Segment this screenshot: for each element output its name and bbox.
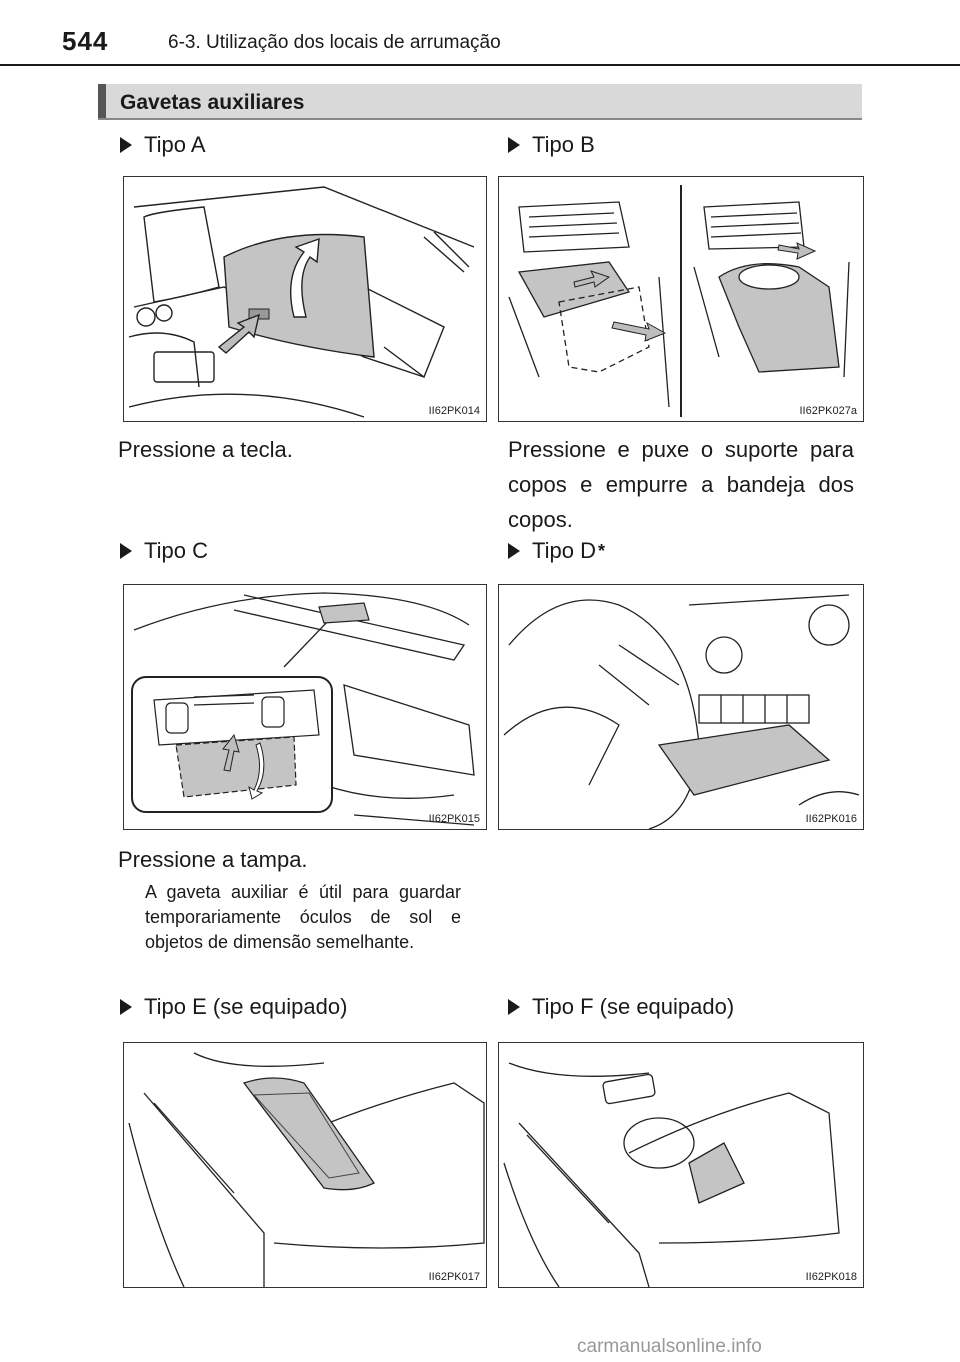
type-c-caption: Pressione a tampa.: [118, 847, 308, 872]
triangle-bullet-icon: [508, 137, 520, 153]
triangle-bullet-icon: [120, 999, 132, 1015]
overhead-console-illustration: [131, 592, 475, 826]
type-c-heading: Tipo C: [120, 538, 208, 564]
type-e-label: Tipo E (se equipado): [144, 994, 348, 1019]
type-b-heading: Tipo B: [508, 132, 595, 158]
cup-holder-tray-illustration: [503, 1062, 840, 1287]
figure-code: II62PK016: [805, 813, 857, 825]
type-d-label: Tipo D: [532, 538, 596, 563]
type-a-caption: Pressione a tecla.: [118, 437, 293, 462]
figure-type-a: II62PK014: [123, 176, 487, 422]
section-underline: [98, 118, 862, 120]
figure-type-f: II62PK018: [498, 1042, 864, 1288]
type-b-caption: Pressione e puxe o suporte para copos e …: [508, 437, 854, 532]
dashboard-glovebox-illustration: [128, 186, 475, 418]
type-a-heading: Tipo A: [120, 132, 206, 158]
figure-code: II62PK018: [805, 1271, 857, 1283]
lower-dash-tray-illustration: [503, 594, 860, 829]
chapter-title: 6-3. Utilização dos locais de arrumação: [168, 32, 501, 53]
triangle-bullet-icon: [120, 543, 132, 559]
figure-type-c: II62PK015: [123, 584, 487, 830]
type-e-heading: Tipo E (se equipado): [120, 994, 347, 1020]
section-accent: [98, 84, 106, 120]
cup-holder-illustration: [508, 185, 850, 417]
asterisk-mark: *: [597, 540, 605, 561]
type-c-note: A gaveta auxiliar é útil para guardar te…: [145, 882, 461, 952]
figure-code: II62PK015: [428, 813, 480, 825]
center-console-tray-illustration: [128, 1052, 485, 1287]
type-b-label: Tipo B: [532, 132, 595, 157]
page-number: 544: [62, 26, 109, 56]
header-rule: [0, 64, 960, 66]
figure-code: II62PK014: [428, 405, 480, 417]
type-f-heading: Tipo F (se equipado): [508, 994, 734, 1020]
type-d-heading: Tipo D*: [508, 538, 605, 564]
figure-code: II62PK017: [428, 1271, 480, 1283]
figure-type-d: II62PK016: [498, 584, 864, 830]
type-c-label: Tipo C: [144, 538, 208, 563]
figure-code: II62PK027a: [799, 405, 858, 417]
triangle-bullet-icon: [508, 999, 520, 1015]
type-f-label: Tipo F (se equipado): [532, 994, 735, 1019]
triangle-bullet-icon: [120, 137, 132, 153]
triangle-bullet-icon: [508, 543, 520, 559]
section-heading: Gavetas auxiliares: [98, 84, 862, 120]
type-a-label: Tipo A: [144, 132, 206, 157]
watermark: carmanualsonline.info: [577, 1336, 762, 1357]
figure-type-e: II62PK017: [123, 1042, 487, 1288]
section-title: Gavetas auxiliares: [120, 91, 305, 114]
figure-type-b: II62PK027a: [498, 176, 864, 422]
